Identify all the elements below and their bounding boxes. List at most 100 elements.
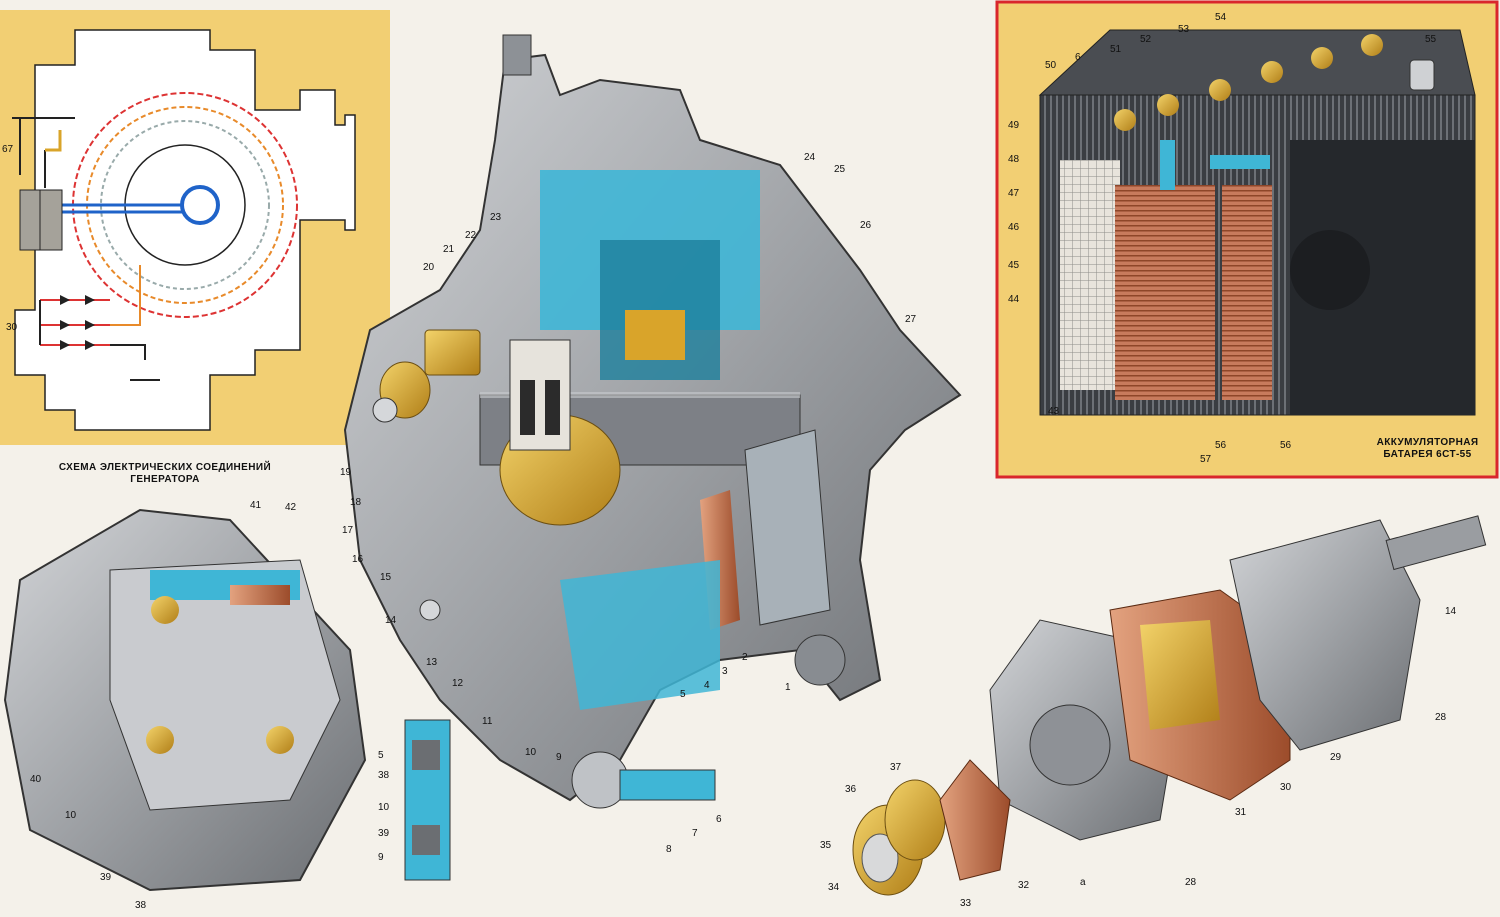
bridge-connector-1 <box>1160 140 1175 190</box>
rotor-hub <box>180 185 220 225</box>
brush-1 <box>520 380 535 435</box>
callout-cover-7: 40 <box>30 774 42 785</box>
callout-bearing-2: 35 <box>820 840 832 851</box>
callout-generator-4: 5 <box>680 689 686 700</box>
callout-battery-8: 48 <box>1008 154 1020 165</box>
brush-holder <box>509 339 571 451</box>
callout-generator-13: 17 <box>342 525 354 536</box>
callout-generator-0: 1 <box>785 682 791 693</box>
mounting-eye <box>794 634 846 686</box>
schema-caption-line-1: СХЕМА ЭЛЕКТРИЧЕСКИХ СОЕДИНЕНИЙ <box>58 462 272 473</box>
schema-caption: СХЕМА ЭЛЕКТРИЧЕСКИХ СОЕДИНЕНИЙ ГЕНЕРАТОР… <box>40 462 290 486</box>
callout-cover-2: 5 <box>378 750 384 761</box>
terminal-nut <box>372 397 398 423</box>
callout-battery-7: 55 <box>1425 34 1437 45</box>
alternator-cutaway <box>343 34 962 809</box>
regulator-wire <box>12 117 75 188</box>
claw-pole-rear <box>1229 519 1421 751</box>
callout-battery-3: 51 <box>1110 44 1122 55</box>
callout-generator-7: 11 <box>482 716 493 727</box>
stator-pack <box>744 429 831 626</box>
callout-battery-15: 56 <box>1215 440 1227 451</box>
callout-bearing-5: 32 <box>1018 880 1030 891</box>
wiring-schema: 67 30 <box>0 10 390 445</box>
stator-winding-grey <box>100 120 270 290</box>
callout-generator-2: 3 <box>722 666 728 677</box>
callout-section-2: 8 <box>666 844 672 855</box>
callout-battery-0: 49 <box>1008 120 1020 131</box>
diode-a <box>151 596 179 624</box>
callout-battery-9: 47 <box>1008 188 1020 199</box>
callout-generator-8: 12 <box>452 678 464 689</box>
filler-cap-3 <box>1209 79 1231 101</box>
bearing-plate <box>939 759 1011 881</box>
field-leads <box>60 203 182 214</box>
callout-bearing-0: 37 <box>890 762 902 773</box>
brush-right <box>39 189 63 251</box>
callout-bearing-3: 34 <box>828 882 840 893</box>
callout-cover-0: 41 <box>250 500 262 511</box>
callout-battery-5: 53 <box>1178 24 1190 35</box>
callout-rotor-6: a <box>1080 877 1086 888</box>
callout-battery-11: 45 <box>1008 260 1020 271</box>
callout-generator-19: 23 <box>490 212 502 223</box>
callout-generator-14: 18 <box>350 497 362 508</box>
callout-generator-6: 10 <box>525 747 537 758</box>
battery-caption-line-2: БАТАРЕЯ 6СТ-55 <box>1383 449 1472 460</box>
callout-generator-9: 13 <box>426 657 438 668</box>
callout-cover-5: 39 <box>378 828 390 839</box>
rotor-shaft-end <box>1385 515 1487 571</box>
diode-c <box>266 726 294 754</box>
filler-cap-1 <box>1114 109 1136 131</box>
callout-generator-3: 4 <box>704 680 710 691</box>
terminal-30-label: 30 <box>6 322 18 333</box>
callout-generator-1: 2 <box>742 652 748 663</box>
brush-left <box>19 189 43 251</box>
callout-generator-23: 27 <box>905 314 917 325</box>
callout-generator-5: 9 <box>556 752 562 763</box>
regulator-wire-yellow <box>45 130 62 152</box>
coil-frame <box>1140 620 1220 730</box>
callout-bearing-1: 36 <box>845 784 857 795</box>
rotor-assembly <box>989 515 1487 841</box>
filler-cap-5 <box>1311 47 1333 69</box>
callout-section-1: 7 <box>692 828 698 839</box>
rear-cover <box>3 508 451 892</box>
callout-battery-13: 43 <box>1048 406 1060 417</box>
callout-battery-1: 50 <box>1045 60 1057 71</box>
plate-pack-3 <box>1222 185 1272 400</box>
callout-battery-16: 56 <box>1280 440 1292 451</box>
plate-pack-2 <box>1170 185 1215 400</box>
filler-cap-6 <box>1361 34 1383 56</box>
callout-generator-21: 25 <box>834 164 846 175</box>
callout-cover-8: 10 <box>65 810 77 821</box>
callout-rotor-3: 30 <box>1280 782 1292 793</box>
callout-cover-1: 42 <box>285 502 297 513</box>
battery-panel <box>995 0 1499 479</box>
callout-generator-15: 19 <box>340 467 352 478</box>
mounting-stud <box>502 34 532 76</box>
callout-cover-6: 9 <box>378 852 384 863</box>
callout-battery-14: 57 <box>1200 454 1212 465</box>
separator-grid <box>1060 160 1120 390</box>
end-shield-section <box>560 560 720 710</box>
battery-caption-line-1: АККУМУЛЯТОРНАЯ <box>1376 437 1479 448</box>
battery-caption: АККУМУЛЯТОРНАЯ БАТАРЕЯ 6СТ-55 <box>1365 437 1490 461</box>
terminal-strip <box>230 585 290 605</box>
callout-cover-3: 38 <box>378 770 390 781</box>
callout-labels: 1234591011121314151617181920212223242526… <box>30 12 1457 911</box>
callout-cover-9: 39 <box>100 872 112 883</box>
slip-ring-bore <box>861 833 899 883</box>
diode-bridge <box>39 265 160 381</box>
callout-battery-12: 44 <box>1008 294 1020 305</box>
diode-b <box>146 726 174 754</box>
callout-generator-12: 16 <box>352 554 364 565</box>
callout-generator-10: 14 <box>385 615 397 626</box>
callout-rotor-1: 28 <box>1435 712 1447 723</box>
case-emboss <box>1290 230 1370 310</box>
callout-section-0: 6 <box>716 814 722 825</box>
filler-cap-4 <box>1261 61 1283 83</box>
callout-battery-2: 6 <box>1075 52 1081 63</box>
